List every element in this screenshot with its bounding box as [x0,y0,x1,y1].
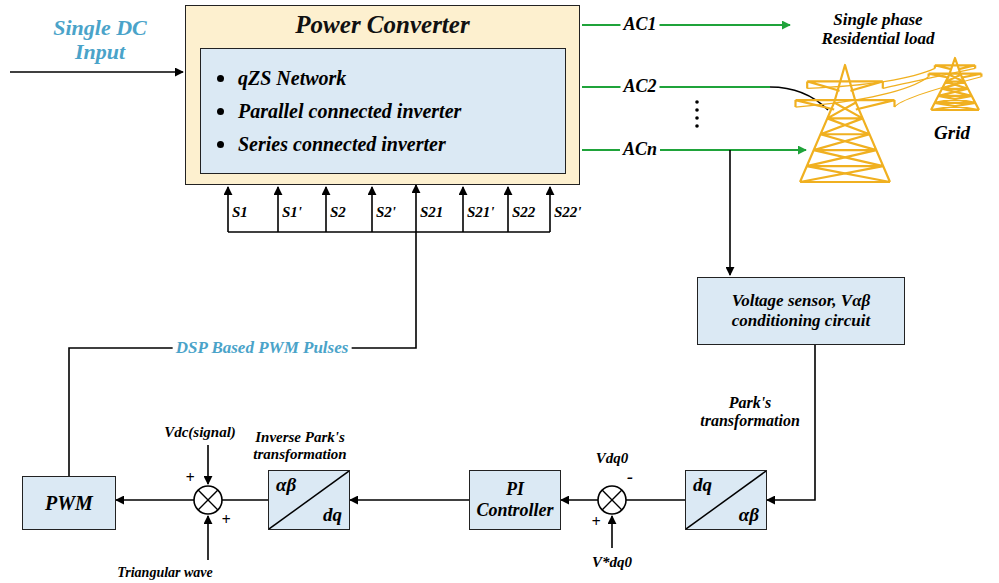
box-heading: Power Converter [186,11,579,39]
output-label: AC1 [620,15,659,35]
signal-label: S21 [420,204,443,221]
gate-arrow [549,187,551,232]
gate-arrow [462,187,464,232]
junction-cross [198,490,218,510]
edge-label: DSP Based PWM Pulses [173,339,352,358]
input-label: Single DC Input [35,16,165,64]
dc-signal-input [207,445,209,484]
continuation-dot [695,116,699,120]
sensor-box: Voltage sensor, Vαβ conditioning circuit [697,277,905,345]
signal-connector [116,499,268,501]
signal-label: S2 [330,204,346,221]
signal-label: Vdc(signal) [164,424,236,441]
power-line [796,77,929,107]
gate-arrow [277,187,279,232]
bullet-dot [217,75,224,82]
load-label: Single phase Residential load [798,11,958,48]
carrier-input [207,516,209,560]
block-label: Voltage sensor, Vαβ conditioning circuit [704,291,898,330]
pi-controller-block: PI Controller [469,470,561,530]
gate-arrow [371,187,373,232]
frame-label: αβ [739,504,759,526]
input-arrow [10,71,183,73]
ac-output-arrow [582,149,806,151]
continuation-dot [695,124,699,128]
output-label: ACn [620,140,660,160]
bullet-row: Parallel connected inverter [217,100,549,123]
edge-label: Park's transformation [695,394,805,429]
signal-label: S1 [232,204,248,221]
signal-label: + [185,469,194,487]
signal-label: S2' [376,204,396,221]
continuation-dot [695,108,699,112]
bullet-text: Series connected inverter [238,133,446,156]
frame-label: αβ [276,474,296,496]
signal-connector [350,499,469,501]
signal-label: - [627,468,633,488]
gate-arrow [507,187,509,232]
summing-junction [194,486,222,514]
divider-line [269,471,349,529]
sensor-tap [729,150,731,275]
park-block: dq αβ [685,470,767,530]
junction-cross [198,490,218,510]
bullet-row: Series connected inverter [217,133,549,156]
signal-label: Inverse Park's transformation [235,429,365,462]
pwm-block: PWM [22,476,116,530]
signal-label: S21' [467,204,495,221]
block-label: PWM [45,492,93,515]
gate-arrow [325,187,327,232]
divider-line [686,471,766,529]
ac-output-line [582,86,770,88]
bullet-text: qZS Network [238,67,346,90]
topology-box: qZS NetworkParallel connected inverterSe… [200,48,566,174]
signal-connector [69,185,416,476]
frame-label: dq [693,474,712,496]
inverse-park-block: αβ dq [268,470,350,530]
power-line [895,77,982,107]
signal-label: S22' [554,204,582,221]
grid-label: Grid [931,123,973,144]
signal-label: V*dq0 [592,554,632,571]
signal-label: S22 [512,204,535,221]
signal-label: Vdq0 [596,450,629,467]
signal-label: + [591,513,600,531]
junction-cross [602,490,622,510]
output-label: AC2 [620,77,659,97]
junction-cross [602,490,622,510]
signal-label: + [221,511,230,529]
reference-input [611,516,613,548]
frame-label: dq [323,504,342,526]
power-line [883,68,975,88]
power-line [807,68,935,88]
block-label: PI Controller [476,479,554,520]
summing-junction [598,486,626,514]
bullet-text: Parallel connected inverter [238,100,461,123]
bullet-dot [217,108,224,115]
ac-output-arrow [582,24,790,26]
converter-box: Power Converter qZS NetworkParallel conne… [185,5,580,185]
continuation-dot [695,100,699,104]
signal-label: Triangular wave [117,565,213,580]
signal-label: S1' [282,204,302,221]
gate-bus [228,231,550,233]
gate-arrow [227,187,229,232]
bullet-dot [217,141,224,148]
bullet-row: qZS Network [217,67,549,90]
